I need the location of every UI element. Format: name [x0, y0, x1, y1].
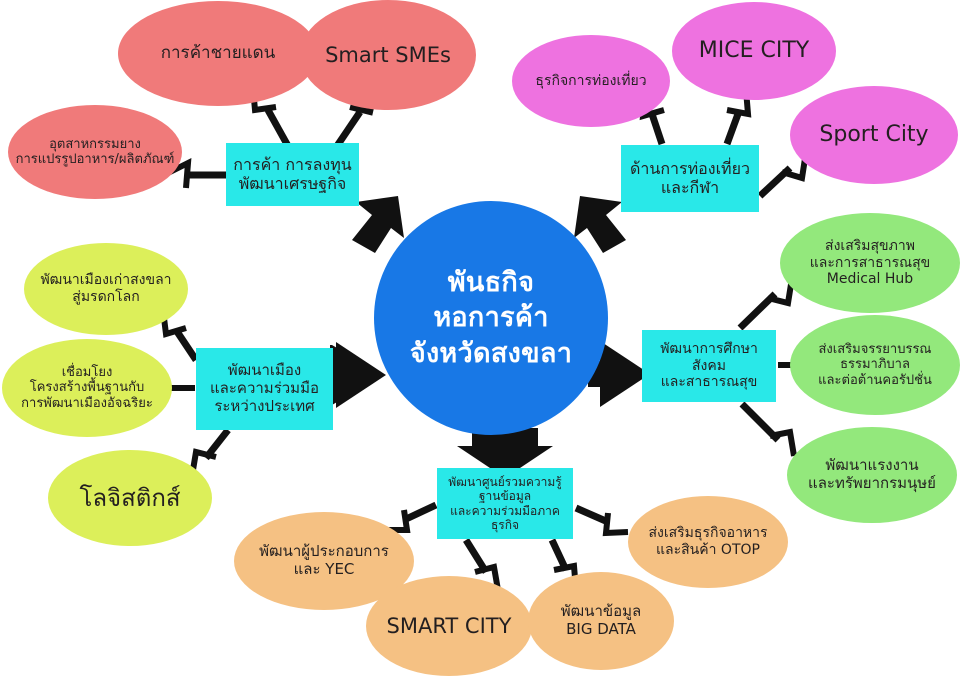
leaf-logistics: โลจิสติกส์	[48, 450, 212, 546]
hub-arrow-left	[330, 342, 386, 408]
hub-arrow-upper-left	[352, 196, 404, 253]
leaf-infrastructure-smart-city: เชื่อมโยง โครงสร้างพื้นฐานกับ การพัฒนาเม…	[2, 339, 172, 437]
leaf-labour-human-resource: พัฒนาแรงงาน และทรัพยากรมนุษย์	[787, 427, 957, 523]
arrow-knowledge-to-entrepreneur	[384, 501, 438, 533]
arrow-knowledge-to-smart-city	[463, 538, 501, 591]
hub-arrow-down	[457, 428, 553, 478]
arrow-knowledge-to-otop	[574, 504, 629, 537]
branch-box-education-society-health: พัฒนาการศึกษา สังคม และสาธารณสุข	[642, 330, 776, 402]
central-hub: พันธกิจ หอการค้า จังหวัดสงขลา	[374, 201, 608, 435]
leaf-mice-city: MICE CITY	[672, 2, 836, 100]
leaf-health-medical-hub: ส่งเสริมสุขภาพ และการสาธารณสุข Medical H…	[780, 213, 960, 313]
leaf-entrepreneur-yec: พัฒนาผู้ประกอบการ และ YEC	[234, 512, 414, 610]
hub-arrow-upper-right	[574, 196, 626, 253]
branch-box-city-international: พัฒนาเมือง และความร่วมมือ ระหว่างประเทศ	[196, 348, 333, 430]
branch-box-tourism-sport: ด้านการท่องเที่ยว และกีฬา	[621, 145, 759, 212]
leaf-old-town-songkhla: พัฒนาเมืองเก่าสงขลา สู่มรดกโลก	[24, 243, 188, 335]
arrow-tourism-to-sport-city	[757, 151, 809, 199]
leaf-tourism-business: ธุรกิจการท่องเที่ยว	[512, 35, 670, 127]
leaf-smart-city-bottom: SMART CITY	[366, 576, 532, 676]
arrow-city-to-logistics	[189, 427, 231, 477]
leaf-rubber-food-industry: อุตสาหกรรมยาง การแปรรูปอาหาร/ผลิตภัณฑ์	[8, 105, 182, 199]
arrow-education-to-medical-hub	[737, 277, 795, 331]
branch-box-trade-investment: การค้า การลงทุน พัฒนาเศรษฐกิจ	[226, 143, 359, 206]
leaf-border-trade: การค้าชายแดน	[118, 1, 318, 106]
leaf-sport-city: Sport City	[790, 86, 958, 184]
arrow-education-to-labour-hr	[739, 401, 797, 457]
leaf-ethics-governance: ส่งเสริมจรรยาบรรณ ธรรมาภิบาล และต่อต้านค…	[790, 315, 960, 415]
leaf-food-business-otop: ส่งเสริมธุรกิจอาหาร และสินค้า OTOP	[628, 496, 788, 588]
leaf-smart-smes: Smart SMEs	[300, 0, 476, 110]
branch-box-knowledge-database: พัฒนาศูนย์รวมความรู้ ฐานข้อมูล และความร่…	[437, 468, 573, 539]
leaf-big-data: พัฒนาข้อมูล BIG DATA	[528, 572, 674, 670]
